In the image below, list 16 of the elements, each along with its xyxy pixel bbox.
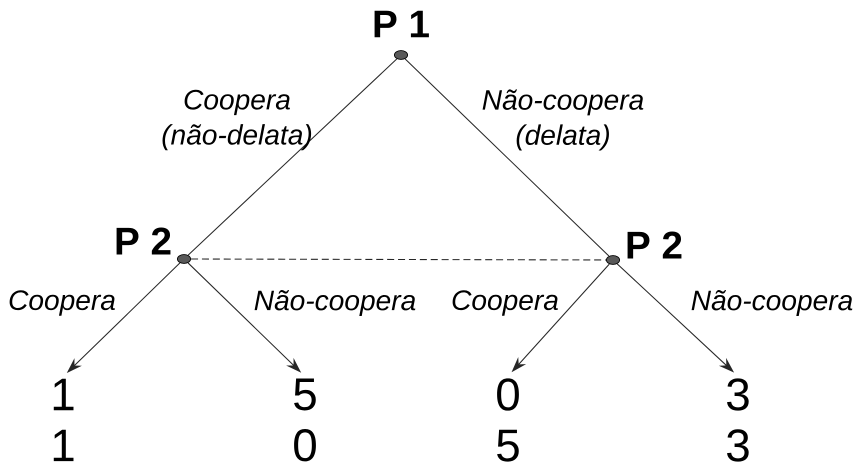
payoff-pair: 0 5 <box>497 378 519 462</box>
branch-line <box>188 58 398 256</box>
payoff-pair: 5 0 <box>294 378 316 462</box>
payoff-pair: 3 3 <box>727 378 749 462</box>
payoff-pair: 1 1 <box>54 378 74 462</box>
edge-label: Coopera <box>452 290 558 316</box>
edge-label: Coopera (não-delata) <box>162 90 312 150</box>
player-label: P 2 <box>116 227 170 254</box>
branch-line <box>404 58 610 256</box>
edge-label: Coopera <box>10 290 115 316</box>
edge-label: Não-coopera <box>692 290 852 316</box>
edge-label: Não-coopera <box>254 290 416 316</box>
edge-label: Não-coopera (delata) <box>482 89 644 151</box>
dashed-line <box>191 258 606 260</box>
player-label: P 1 <box>374 10 429 38</box>
player-label: P 2 <box>628 231 682 258</box>
